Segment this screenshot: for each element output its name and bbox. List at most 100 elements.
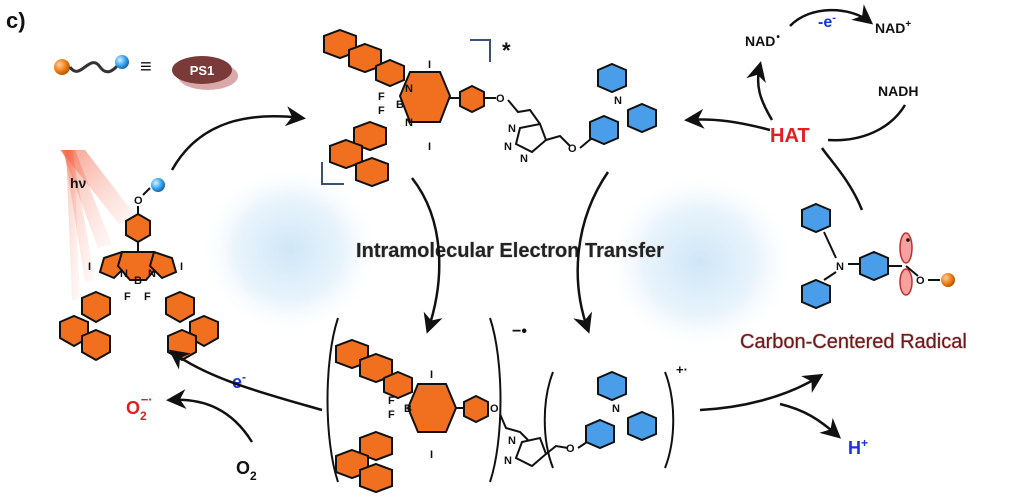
bodipy-core-ring-right	[148, 250, 178, 280]
oxygen-atom: O	[916, 275, 925, 287]
oxygen-atom: O	[566, 443, 575, 455]
right-glow	[605, 172, 795, 352]
fluorene-right-a	[165, 290, 195, 324]
excited-state-star: *	[502, 38, 511, 63]
iodine-atom: I	[428, 141, 431, 153]
iodine-atom: I	[430, 449, 433, 461]
arrow-to-radical	[699, 373, 824, 412]
ps1-legend: ≡ PS1	[54, 55, 238, 90]
radical-phenyl-top	[801, 202, 831, 234]
arrows	[166, 4, 907, 443]
anion-meso-phenyl	[463, 394, 489, 424]
p-orbital-lower	[899, 268, 913, 296]
electron-loss: -e-	[818, 12, 836, 31]
anion-charge: −•	[512, 323, 527, 340]
fluorene-right-c	[167, 328, 197, 362]
arrow-hat-to-nad	[746, 61, 774, 121]
nitrogen-atom: N	[508, 123, 516, 135]
oxygen-atom: O	[490, 403, 499, 415]
arrow-hat-to-excited	[684, 108, 771, 132]
fluorine-atom: F	[388, 409, 395, 421]
orange-sphere-icon	[941, 273, 955, 287]
carbon-radical-structure: N O	[801, 202, 955, 310]
cation-charge: +·	[676, 362, 688, 377]
ps1-label: PS1	[190, 63, 215, 78]
arrow-excitation	[170, 106, 306, 171]
blue-sphere-icon	[115, 55, 129, 69]
nitrogen-atom: N	[614, 95, 622, 107]
radical-phenyl-bottom	[801, 278, 831, 310]
arrow-nadh-to-hat	[827, 104, 907, 142]
ps1-ground-state-structure: O I I N N B F F	[59, 178, 219, 362]
arrow-nad-oxidation	[789, 4, 874, 27]
nitrogen-atom: N	[508, 435, 516, 447]
arrow-to-proton	[779, 402, 841, 439]
hat-label: HAT	[770, 125, 810, 147]
nitrogen-atom: N	[612, 403, 620, 415]
cation-tpa-right	[627, 410, 657, 442]
center-title: Intramolecular Electron Transfer	[356, 240, 664, 262]
nitrogen-atom: N	[520, 153, 528, 165]
arrow-o2-to-superoxide	[166, 389, 254, 443]
nad-radical: NAD•	[745, 32, 780, 49]
radical-ion-pair-structure: B F F I I O N N O N	[326, 317, 675, 494]
ps1-excited-state-structure: N N B F F I I O N N N O N	[321, 28, 657, 188]
fluorine-atom: F	[124, 291, 131, 303]
nitrogen-atom: N	[504, 455, 512, 467]
excited-bodipy-core	[398, 71, 452, 123]
tpa-phenyl-right	[627, 102, 657, 134]
fluorine-atom: F	[378, 91, 385, 103]
arrow-return-to-ground	[168, 349, 323, 412]
cation-tpa-top	[597, 370, 627, 402]
bottom-triazole	[514, 436, 548, 468]
meso-phenyl	[125, 212, 151, 244]
iodine-atom: I	[430, 369, 433, 381]
anion-bodipy-core	[406, 383, 458, 433]
equiv-symbol: ≡	[140, 56, 152, 78]
proton-label: H+	[848, 436, 868, 458]
carbon-radical-label: Carbon-Centered Radical	[740, 331, 967, 353]
nadh: NADH	[878, 83, 918, 99]
left-glow	[200, 165, 380, 335]
boron-atom: B	[396, 99, 404, 111]
triazole-ring	[514, 122, 548, 154]
superoxide-label: O2−·	[126, 392, 153, 423]
tpa-phenyl-top	[597, 62, 627, 94]
nitrogen-atom: N	[836, 261, 844, 273]
hv-label: hν	[70, 175, 87, 191]
fluorene-left-c	[81, 328, 111, 362]
orange-sphere-icon	[54, 59, 70, 75]
oxygen-atom: O	[496, 93, 505, 105]
arrow-radical-to-hat	[820, 147, 864, 211]
electron-label: e-	[232, 370, 246, 392]
linker-wave-icon	[68, 61, 120, 74]
excited-meso-phenyl	[459, 84, 485, 114]
nitrogen-atom: N	[148, 268, 156, 280]
nitrogen-atom: N	[120, 268, 128, 280]
cation-tpa-core	[585, 418, 615, 450]
radical-phenyl-right	[859, 250, 889, 282]
nitrogen-atom: N	[405, 117, 413, 129]
iodine-atom: I	[88, 261, 91, 273]
arrow-et-right	[573, 171, 610, 334]
tpa-phenyl-core	[589, 114, 619, 146]
fluorine-atom: F	[388, 395, 395, 407]
fluorine-atom: F	[144, 291, 151, 303]
oxygen-atom: O	[134, 195, 143, 207]
ps1-badge	[172, 56, 232, 84]
boron-atom: B	[404, 403, 412, 415]
fluorine-atom: F	[378, 105, 385, 117]
iodine-atom: I	[180, 261, 183, 273]
boron-atom: B	[134, 275, 142, 287]
oxygen-atom: O	[568, 143, 577, 155]
nad-plus: NAD+	[875, 19, 911, 36]
oxygen-label: O2	[236, 458, 257, 483]
light-beam	[60, 150, 135, 300]
p-orbital-upper	[899, 232, 913, 264]
panel-label: c)	[6, 8, 26, 33]
iodine-atom: I	[428, 59, 431, 71]
blue-sphere-icon	[151, 178, 165, 192]
nitrogen-atom: N	[405, 83, 413, 95]
arrow-et-left	[411, 177, 443, 334]
nitrogen-atom: N	[504, 141, 512, 153]
